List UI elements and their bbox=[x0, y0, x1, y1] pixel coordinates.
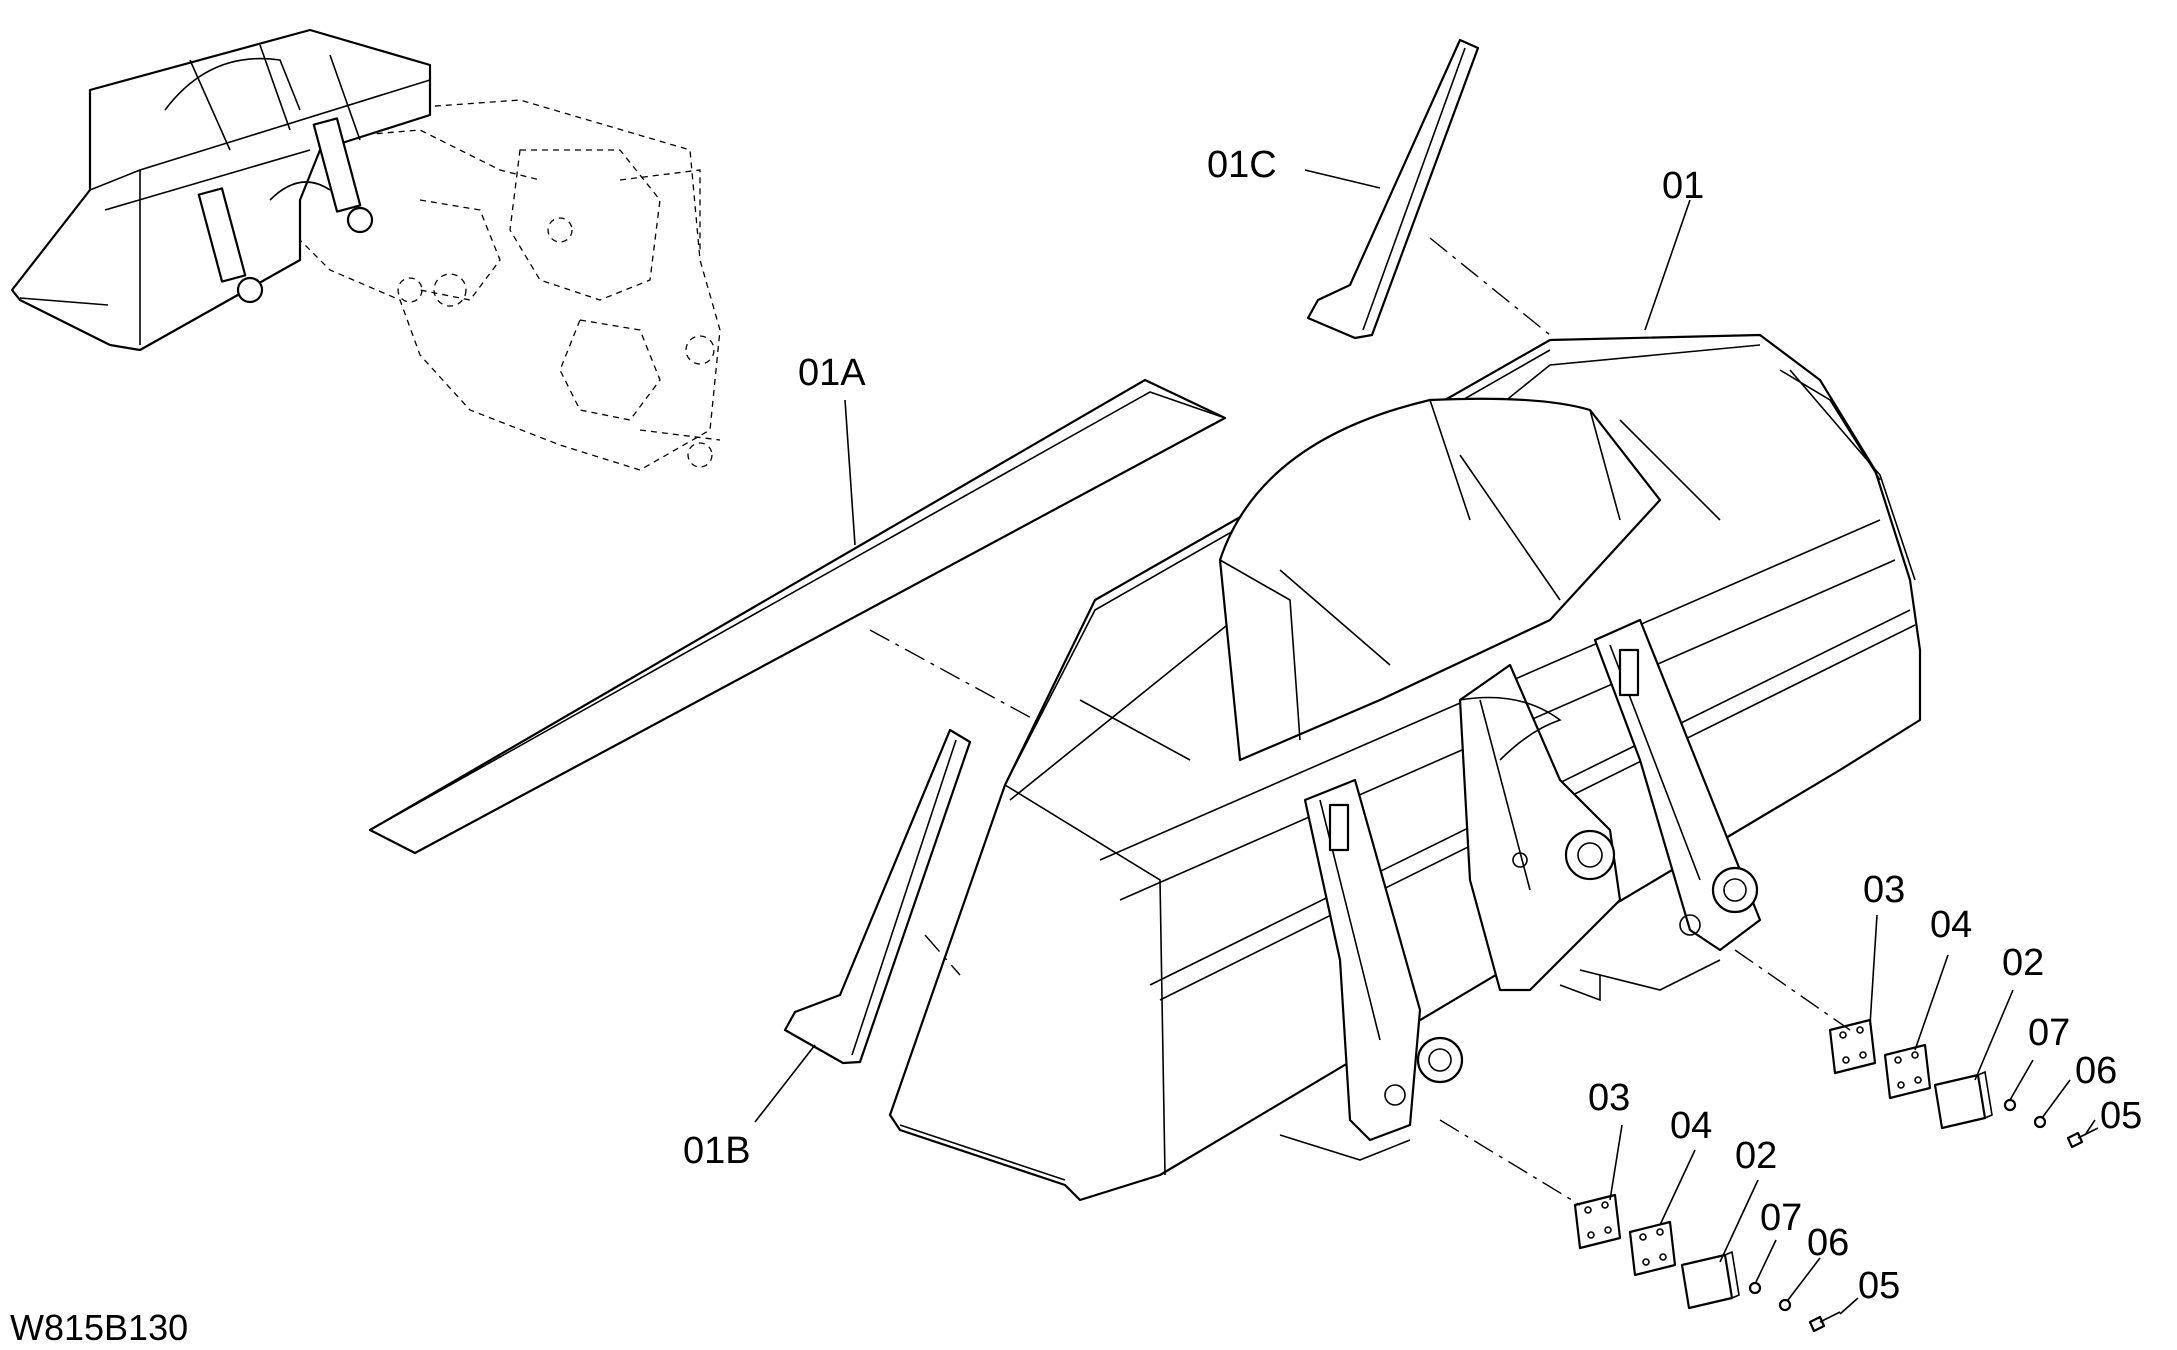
inset-bucket bbox=[10, 28, 432, 352]
label-06-lower: 06 bbox=[1807, 1222, 1849, 1264]
label-01C: 01C bbox=[1207, 144, 1277, 186]
part-04-upper-shim bbox=[1883, 1043, 1932, 1100]
inset-overview bbox=[10, 28, 721, 471]
part-01C-wear-plate bbox=[1306, 38, 1480, 340]
callout-labels: 01C 01 01A 01B 03 04 02 07 06 05 03 04 0… bbox=[683, 144, 2142, 1307]
part-05-upper-bolt bbox=[2066, 1131, 2084, 1149]
part-02-upper-plate bbox=[1933, 1073, 1987, 1130]
part-01-bucket bbox=[888, 333, 1922, 1202]
label-04-lower: 04 bbox=[1670, 1105, 1712, 1147]
label-01A: 01A bbox=[798, 352, 866, 394]
part-03-upper-shim bbox=[1828, 1018, 1877, 1075]
part-02-lower-plate bbox=[1680, 1253, 1734, 1310]
label-03-upper: 03 bbox=[1863, 869, 1905, 911]
label-05-lower: 05 bbox=[1858, 1265, 1900, 1307]
part-04-lower-shim bbox=[1628, 1220, 1677, 1277]
label-05-upper: 05 bbox=[2100, 1095, 2142, 1137]
label-01B: 01B bbox=[683, 1130, 751, 1172]
hardware-group-upper bbox=[1828, 1018, 2099, 1149]
part-07-upper-washer bbox=[2003, 1098, 2017, 1112]
part-03-lower-shim bbox=[1573, 1193, 1622, 1250]
drawing-code: W815B130 bbox=[10, 1307, 188, 1348]
inset-loader-frame bbox=[299, 99, 721, 471]
label-06-upper: 06 bbox=[2075, 1050, 2117, 1092]
part-01A-cutting-edge bbox=[368, 378, 1227, 855]
hardware-group-lower bbox=[1573, 1193, 1841, 1333]
label-02-lower: 02 bbox=[1735, 1135, 1777, 1177]
part-06-lower-washer bbox=[1778, 1298, 1792, 1312]
label-03-lower: 03 bbox=[1588, 1077, 1630, 1119]
part-05-lower-bolt bbox=[1808, 1315, 1826, 1333]
label-07-lower: 07 bbox=[1760, 1197, 1802, 1239]
label-02-upper: 02 bbox=[2002, 942, 2044, 984]
label-07-upper: 07 bbox=[2028, 1012, 2070, 1054]
label-01: 01 bbox=[1662, 165, 1704, 207]
label-04-upper: 04 bbox=[1930, 904, 1972, 946]
assembly-center-lines bbox=[869, 237, 1851, 1206]
leader-lines bbox=[754, 169, 2096, 1315]
part-06-upper-washer bbox=[2033, 1115, 2047, 1129]
part-07-lower-washer bbox=[1748, 1281, 1762, 1295]
